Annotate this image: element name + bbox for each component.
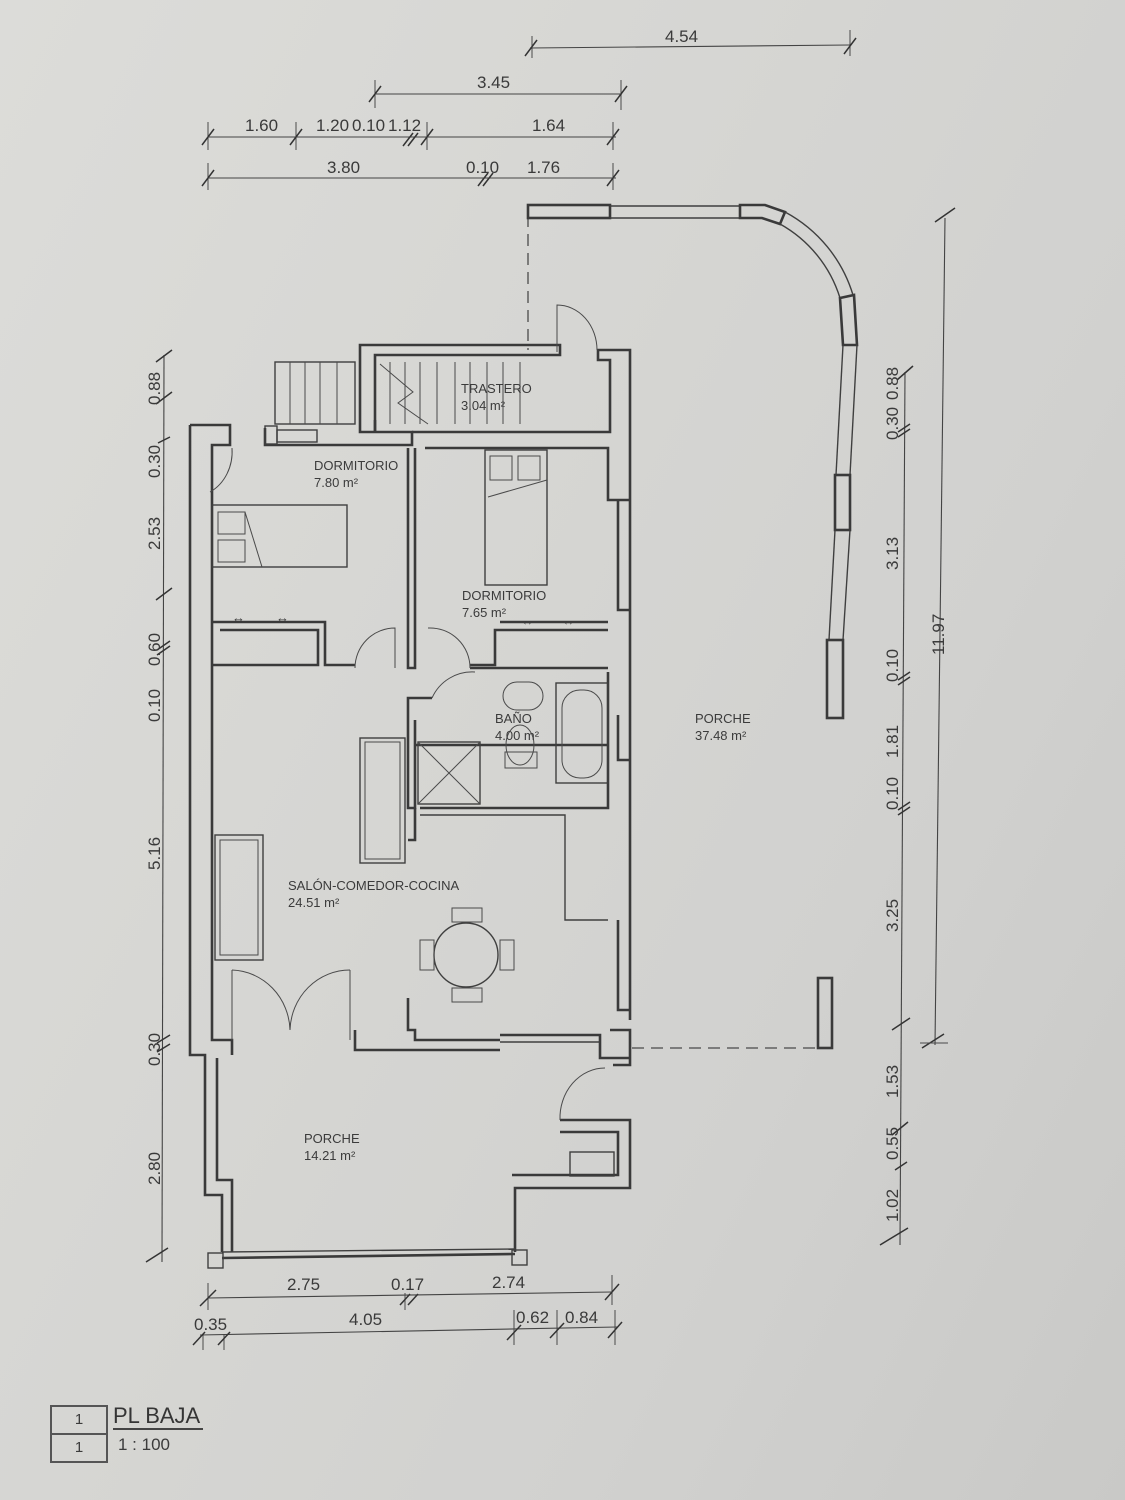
dim-bottom-062: 0.62 (516, 1308, 549, 1327)
top-dimensions: 4.54 3.45 1.60 1.20 0.10 1.12 1.64 3.80 (201, 27, 857, 190)
dim-bottom-035: 0.35 (194, 1315, 227, 1334)
svg-text:↔: ↔ (562, 613, 575, 628)
dim-top-010a: 0.10 (352, 116, 385, 135)
dim-right-010b: 0.10 (883, 777, 902, 810)
dim-right-325: 3.25 (883, 899, 902, 932)
dim-right-181: 1.81 (883, 725, 902, 758)
room-porche-small-name: PORCHE (304, 1131, 360, 1146)
dim-right-030: 0.30 (883, 407, 902, 440)
dim-left-280: 2.80 (145, 1152, 164, 1185)
dim-top-112: 1.12 (388, 116, 421, 135)
left-dimensions: 0.88 0.30 2.53 0.60 0.10 5.16 0.30 2.80 (145, 349, 173, 1263)
title-block-numbers: 1 1 (50, 1405, 108, 1463)
dim-top-160: 1.60 (245, 116, 278, 135)
room-trastero-name: TRASTERO (461, 381, 532, 396)
room-labels: TRASTERO 3.04 m² DORMITORIO 7.80 m² DORM… (288, 381, 751, 1163)
dim-top-345: 3.45 (477, 73, 510, 92)
room-dormitorio2-name: DORMITORIO (462, 588, 546, 603)
dim-left-060: 0.60 (145, 633, 164, 666)
dim-left-010: 0.10 (145, 689, 164, 722)
dim-top-454: 4.54 (665, 27, 698, 46)
dim-left-516: 5.16 (145, 837, 164, 870)
dim-left-253: 2.53 (145, 517, 164, 550)
room-trastero-area: 3.04 m² (461, 398, 506, 413)
dim-right-313: 3.13 (883, 537, 902, 570)
doors (209, 304, 606, 1121)
dim-top-120: 1.20 (316, 116, 349, 135)
room-porche-small-area: 14.21 m² (304, 1148, 356, 1163)
room-salon-area: 24.51 m² (288, 895, 340, 910)
porch-curved-wall (526, 203, 859, 1050)
dim-top-010b: 0.10 (466, 158, 499, 177)
dim-right-088: 0.88 (883, 367, 902, 400)
dim-top-176: 1.76 (527, 158, 560, 177)
room-bano-name: BAÑO (495, 711, 532, 726)
dim-top-164: 1.64 (532, 116, 565, 135)
view-number: 1 (52, 1407, 106, 1435)
dim-bottom-017: 0.17 (391, 1275, 424, 1294)
room-dormitorio1-name: DORMITORIO (314, 458, 398, 473)
dim-bottom-405: 4.05 (349, 1310, 382, 1329)
room-salon-name: SALÓN-COMEDOR-COCINA (288, 878, 460, 893)
walls (188, 343, 632, 1269)
plan-title: PL BAJA (113, 1404, 204, 1430)
right-dimensions: 0.88 0.30 3.13 0.10 1.81 0.10 3.25 1.53 … (879, 207, 956, 1246)
furniture: ↔ ↔ ↔ ↔ (211, 449, 609, 1003)
room-dormitorio1-area: 7.80 m² (314, 475, 359, 490)
plan-scale: 1 : 100 (118, 1435, 170, 1454)
dim-top-380: 3.80 (327, 158, 360, 177)
svg-text:↔: ↔ (232, 610, 245, 625)
dim-bottom-275: 2.75 (287, 1275, 320, 1294)
dim-right-010a: 0.10 (883, 649, 902, 682)
sheet-number: 1 (74, 1439, 84, 1456)
dim-right-055: 0.55 (883, 1127, 902, 1160)
room-dormitorio2-area: 7.65 m² (462, 605, 507, 620)
dim-left-088: 0.88 (145, 372, 164, 405)
bottom-dimensions: 2.75 0.17 2.74 0.35 4.05 0.62 0.84 (192, 1273, 623, 1350)
room-bano-area: 4.00 m² (495, 728, 540, 743)
svg-text:↔: ↔ (276, 610, 289, 625)
dim-right-153: 1.53 (883, 1065, 902, 1098)
svg-text:↔: ↔ (521, 613, 534, 628)
room-porche-large-area: 37.48 m² (695, 728, 747, 743)
dim-bottom-084: 0.84 (565, 1308, 598, 1327)
dim-right-total: 11.97 (929, 614, 948, 655)
dim-left-030: 0.30 (145, 445, 164, 478)
dim-right-102: 1.02 (883, 1189, 902, 1222)
dim-left-030b: 0.30 (145, 1033, 164, 1066)
dim-bottom-274: 2.74 (492, 1273, 525, 1292)
room-porche-large-name: PORCHE (695, 711, 751, 726)
